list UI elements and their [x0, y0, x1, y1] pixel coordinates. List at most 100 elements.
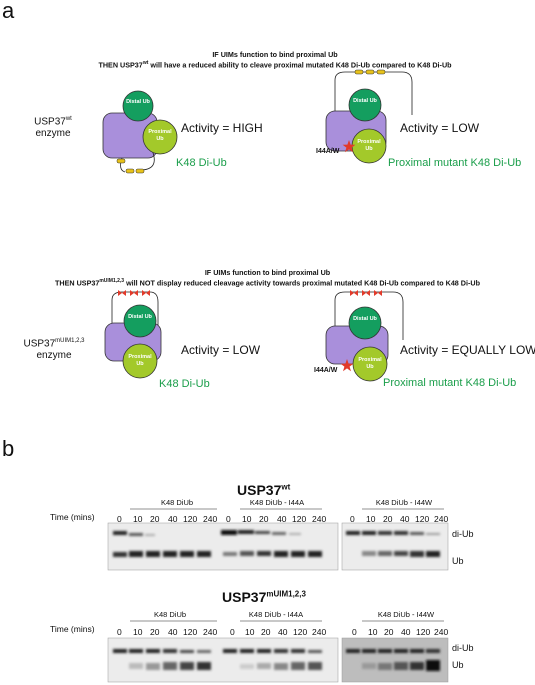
blot-mut-panel-1 [107, 637, 339, 683]
blot-mut-title: USP37mUIM1,2,3 [222, 589, 306, 605]
proximal-ub-label: Proximal Ub [358, 357, 382, 370]
uim-motif [376, 69, 386, 75]
mutation-star [340, 359, 354, 372]
proximal-ub-label: Proximal Ub [148, 129, 172, 142]
hypothesis-2-line2: THEN USP37mUIM1,2,3 will NOT display red… [55, 278, 480, 288]
tick: 40 [278, 627, 288, 637]
blot-wt-time-label: Time (mins) [50, 512, 95, 522]
tick: 10 [245, 627, 255, 637]
mutated-uim-motifs [350, 290, 382, 296]
blot-mut-condition-1: K48 DiUb [153, 610, 187, 619]
tick: 120 [183, 514, 198, 524]
tick: 240 [312, 514, 327, 524]
diagram-wt-k48 [102, 90, 178, 174]
blot-wt-panel-1 [107, 522, 339, 571]
activity-mut-k48: Activity = LOW [181, 343, 261, 357]
tick: 120 [416, 627, 431, 637]
tick: 240 [434, 514, 449, 524]
tick: 10 [242, 514, 252, 524]
blot-mut-condition-3: K48 DiUb - I44W [377, 610, 435, 619]
band-label-ub: Ub [452, 556, 464, 566]
blot-wt-condition-2: K48 DiUb - I44A [249, 498, 305, 507]
blot-mut-time-label: Time (mins) [50, 624, 95, 634]
uim-motif [354, 69, 364, 75]
uim-motif [125, 168, 135, 174]
band-label-ub: Ub [452, 660, 464, 670]
tick: 10 [133, 627, 143, 637]
tick: 40 [401, 627, 411, 637]
tick: 120 [292, 514, 307, 524]
tick: 40 [277, 514, 287, 524]
uim-motif [365, 69, 375, 75]
tick: 40 [168, 514, 178, 524]
hypothesis-1-line2: THEN USP37wt will have a reduced ability… [98, 60, 452, 70]
tick: 240 [203, 514, 218, 524]
distal-ub [348, 88, 382, 122]
proximal-ub [142, 119, 178, 155]
uim-motif [135, 168, 145, 174]
tick: 10 [133, 514, 143, 524]
panel-a-letter: a [2, 0, 15, 23]
diagram-mut-mutant [325, 290, 404, 382]
tick: 20 [384, 627, 394, 637]
mutation-star [342, 140, 356, 153]
activity-mut-mutant: Activity = EQUALLY LOW [400, 343, 535, 357]
distal-ub [123, 304, 157, 338]
panel-b-letter: b [2, 436, 15, 461]
hypothesis-2: IF UIMs function to bind proximal Ub THE… [0, 268, 535, 287]
uim-motif [116, 158, 126, 164]
diagram-wt-mutant [325, 69, 413, 164]
activity-wt-k48: Activity = HIGH [181, 121, 263, 135]
mutation-label: I44A/W [316, 148, 340, 155]
proximal-ub-label: Proximal Ub [357, 139, 381, 152]
proximal-ub-label: Proximal Ub [128, 354, 152, 367]
tick: 20 [150, 514, 160, 524]
enzyme-mut-label: USP37mUIM1,2,3 enzyme [23, 338, 85, 362]
tick: 10 [368, 627, 378, 637]
blot-wt-title: USP37wt [237, 482, 291, 498]
proximal-ub [122, 343, 158, 379]
hypothesis-2-line1: IF UIMs function to bind proximal Ub [204, 268, 331, 277]
tick: 20 [150, 627, 160, 637]
tick: 240 [434, 627, 449, 637]
tick: 20 [261, 627, 271, 637]
distal-ub [122, 90, 154, 122]
tick: 120 [293, 627, 308, 637]
blot-wt-condition-1: K48 DiUb [160, 498, 194, 507]
substrate-k48-label: K48 Di-Ub [159, 378, 210, 390]
tick: 120 [415, 514, 430, 524]
tick: 0 [350, 514, 355, 524]
substrate-mutant-label: Proximal mutant K48 Di-Ub [388, 157, 522, 169]
tick: 0 [226, 514, 231, 524]
distal-ub-label: Distal Ub [353, 316, 377, 322]
tick: 240 [203, 627, 218, 637]
schematic-diagram [102, 69, 413, 382]
distal-ub-label: Distal Ub [353, 98, 377, 104]
hypothesis-1: IF UIMs function to bind proximal Ub THE… [20, 50, 530, 69]
mutated-uim-motifs [118, 290, 150, 296]
blot-wt-panel-2 [341, 522, 449, 571]
hypothesis-1-line1: IF UIMs function to bind proximal Ub [212, 50, 338, 59]
distal-ub [348, 306, 382, 340]
blot-mut-panel-2 [341, 637, 449, 683]
tick: 0 [117, 627, 122, 637]
tick: 10 [366, 514, 376, 524]
substrate-k48-label: K48 Di-Ub [176, 157, 227, 169]
enzyme-wt-label: USP37wt enzyme [34, 116, 72, 140]
activity-wt-mutant: Activity = LOW [400, 121, 480, 135]
tick: 0 [117, 514, 122, 524]
tick: 240 [312, 627, 327, 637]
blot-mut-condition-2: K48 DiUb - I44A [248, 610, 304, 619]
tick: 120 [183, 627, 198, 637]
distal-ub-label: Distal Ub [126, 99, 150, 105]
tick: 20 [383, 514, 393, 524]
band-label-diub: di-Ub [452, 529, 474, 539]
diagram-mut-k48 [104, 290, 162, 379]
band-label-diub: di-Ub [452, 643, 474, 653]
tick: 0 [352, 627, 357, 637]
tick: 0 [230, 627, 235, 637]
tick: 40 [400, 514, 410, 524]
tick: 40 [168, 627, 178, 637]
distal-ub-label: Distal Ub [128, 314, 152, 320]
